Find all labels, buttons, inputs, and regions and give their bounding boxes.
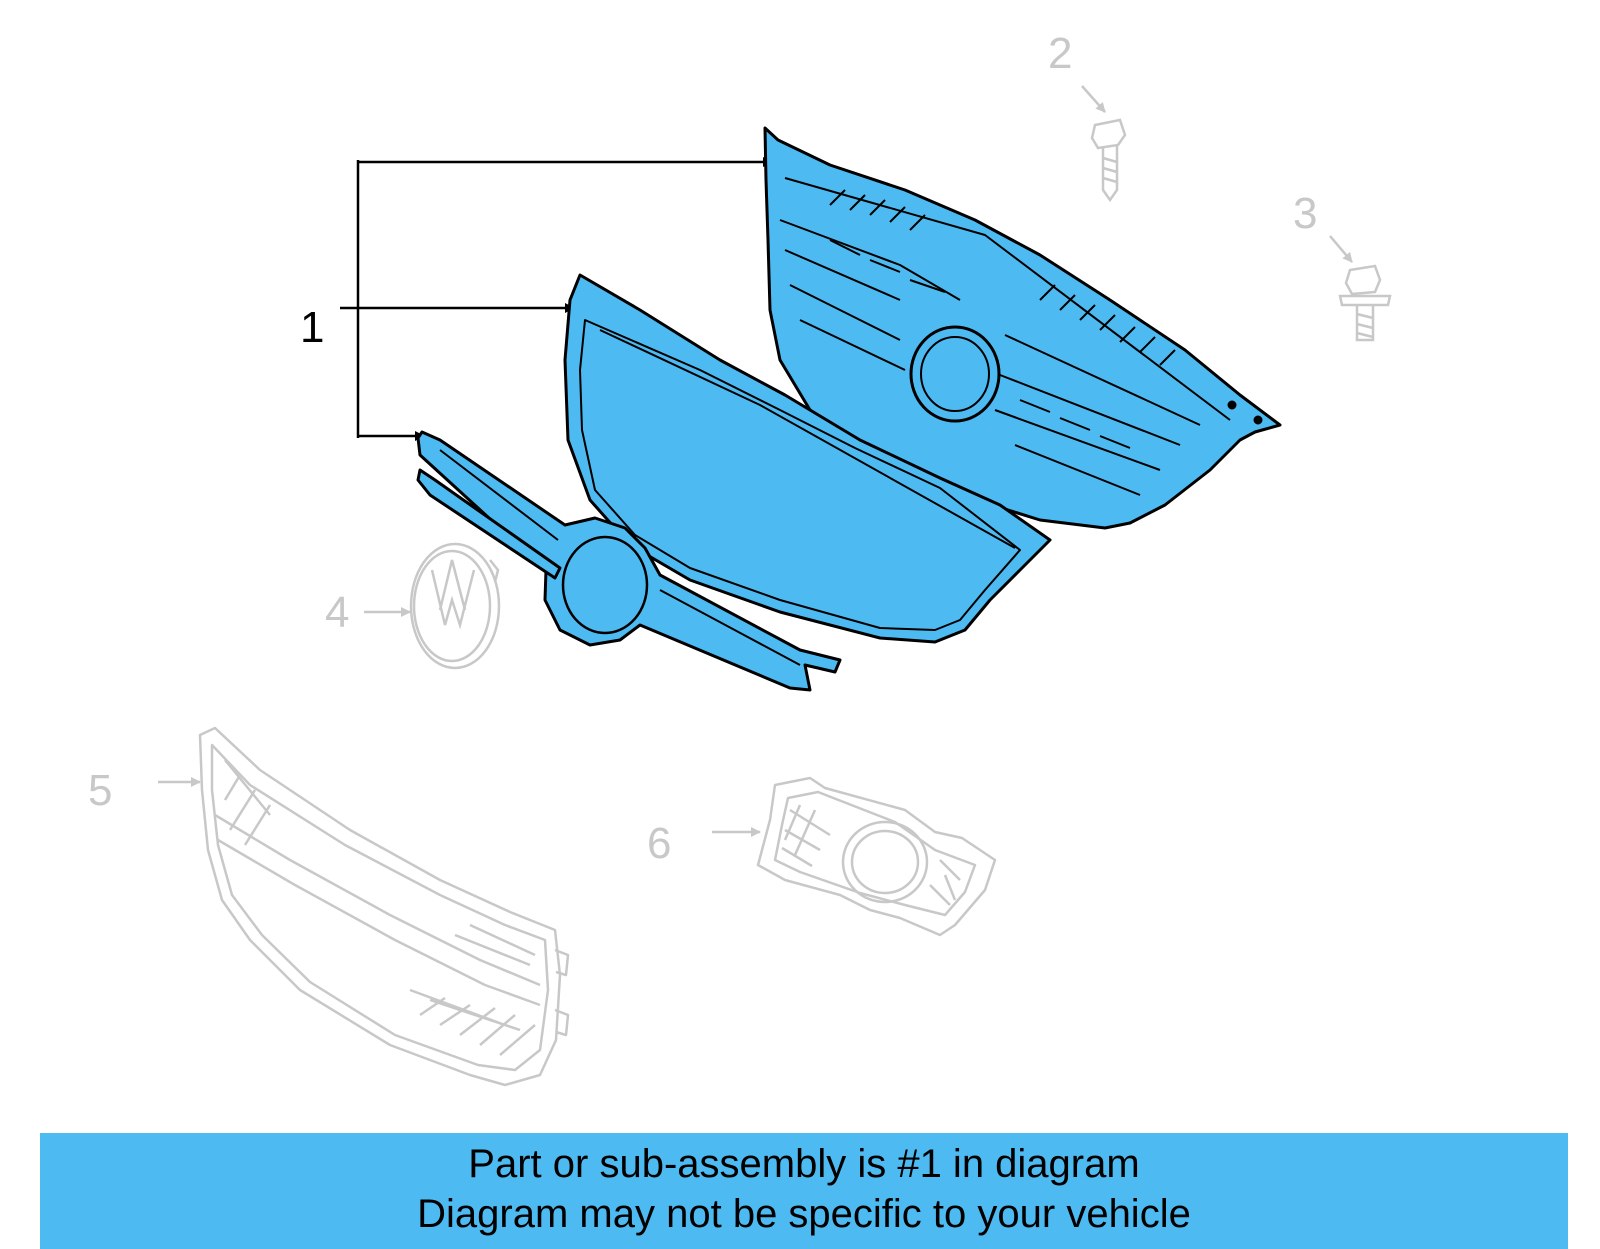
vw-emblem-icon — [409, 542, 501, 670]
grille-panel — [563, 273, 1052, 644]
screw-icon — [1090, 118, 1127, 203]
emblem-trim — [416, 430, 842, 692]
callout-4: 4 — [325, 588, 349, 637]
callout-1-leader — [340, 157, 773, 441]
lower-grille-icon — [198, 726, 570, 1087]
callout-3-leader — [1329, 235, 1353, 263]
banner-line-2: Diagram may not be specific to your vehi… — [417, 1192, 1191, 1236]
fog-light-trim-icon — [756, 776, 997, 937]
info-banner: Part or sub-assembly is #1 in diagram Di… — [40, 1133, 1568, 1249]
callout-2: 2 — [1048, 29, 1072, 78]
callout-1: 1 — [300, 303, 324, 352]
banner-line-1: Part or sub-assembly is #1 in diagram — [468, 1142, 1140, 1186]
callout-5: 5 — [88, 766, 112, 815]
grille-assembly — [763, 126, 1282, 530]
callout-6: 6 — [647, 819, 671, 868]
callout-3: 3 — [1293, 189, 1317, 238]
callout-2-leader — [1081, 85, 1106, 113]
bolt-icon — [1338, 264, 1392, 342]
